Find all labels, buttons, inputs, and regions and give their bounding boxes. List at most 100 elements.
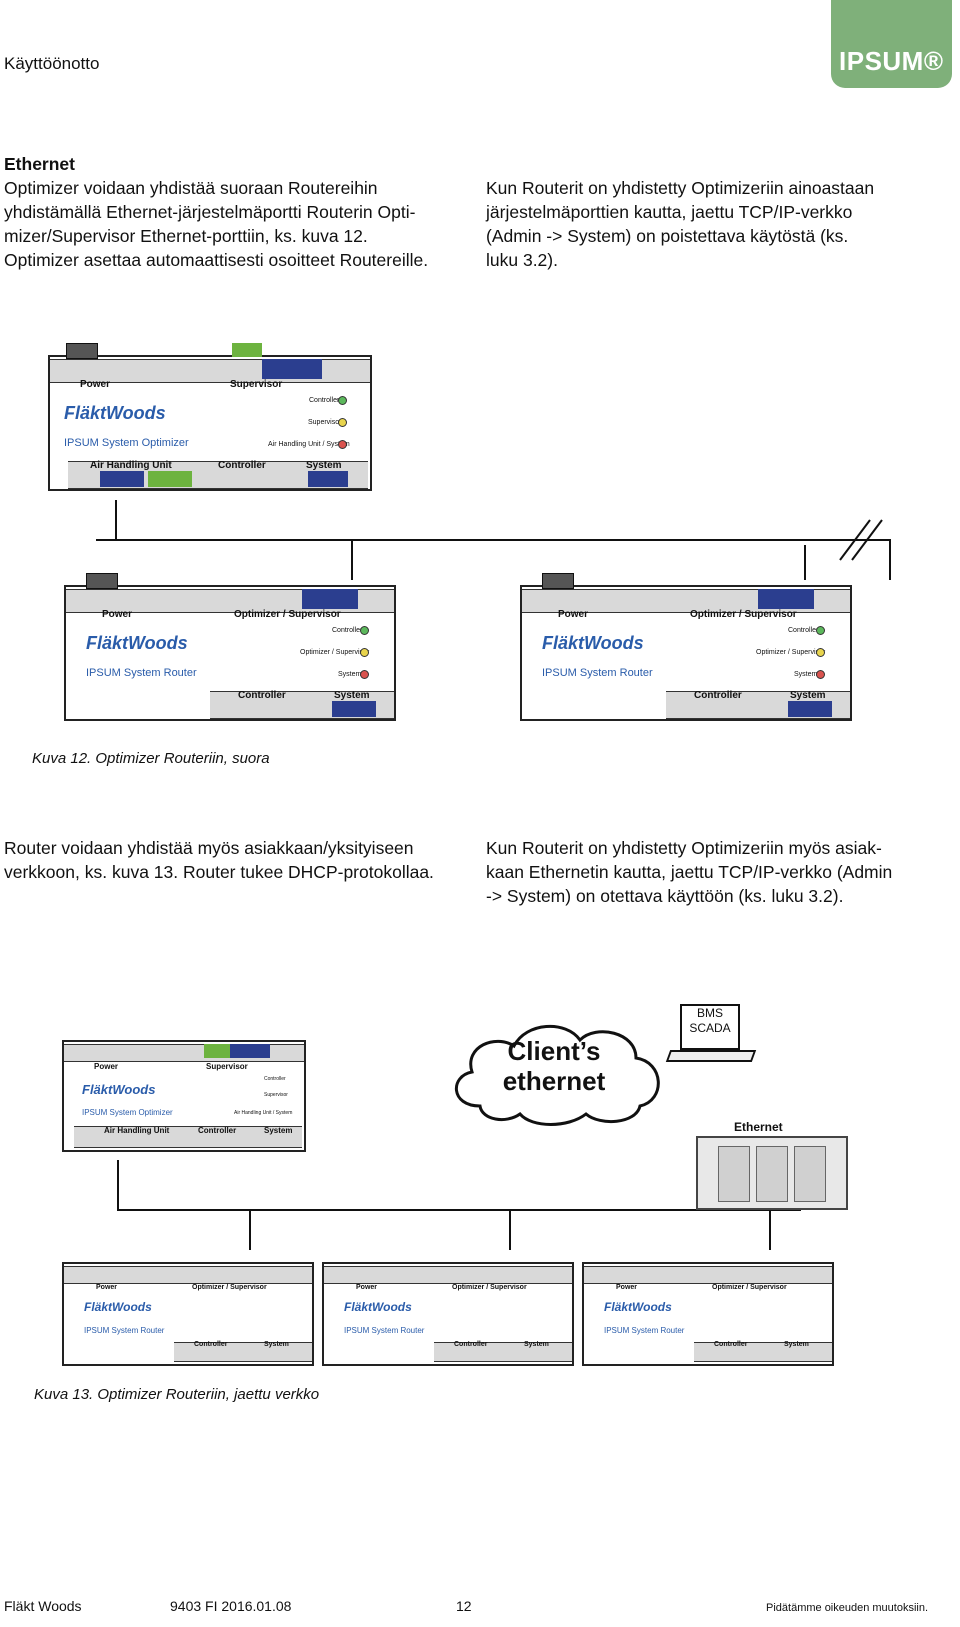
- terminal-block-green: [204, 1044, 230, 1058]
- label-power: Power: [80, 379, 111, 390]
- page-header-title: Käyttöönotto: [4, 54, 100, 73]
- led-label: Controller: [264, 1076, 286, 1082]
- product-name: IPSUM System Router: [542, 667, 653, 679]
- led-indicator: [360, 670, 369, 679]
- bms-text-line: BMS: [696, 1006, 723, 1020]
- figure12-caption: Kuva 12. Optimizer Routeriin, suora: [32, 750, 270, 767]
- text-line: Optimizer voidaan yhdistää suoraan Route…: [4, 178, 378, 198]
- led-label: Air Handling Unit / System: [234, 1110, 293, 1116]
- product-name: IPSUM System Router: [86, 667, 197, 679]
- label-power: Power: [558, 609, 589, 620]
- text-line: mizer/Supervisor Ethernet-porttiin, ks. …: [4, 226, 368, 246]
- router-device: Power Optimizer / Supervisor FläktWoods …: [64, 573, 396, 721]
- led-label: System: [338, 671, 362, 678]
- label-optimizer-supervisor: Optimizer / Supervisor: [452, 1284, 527, 1291]
- text-line: yhdistämällä Ethernet-järjestelmäportti …: [4, 202, 416, 222]
- laptop-keyboard: [665, 1050, 757, 1062]
- led-indicator: [816, 648, 825, 657]
- label-optimizer-supervisor: Optimizer / Supervisor: [690, 609, 797, 620]
- label-power: Power: [616, 1284, 638, 1291]
- footer-page-number: 12: [456, 1598, 472, 1614]
- led-indicator: [338, 396, 347, 405]
- brand-logo: FläktWoods: [84, 1300, 152, 1314]
- product-name: IPSUM System Router: [344, 1326, 425, 1335]
- led-label: Optimizer / Supervisor: [300, 649, 370, 656]
- top-terminal-strip: [584, 1266, 832, 1284]
- top-terminal-strip: [64, 1266, 312, 1284]
- label-system: System: [264, 1341, 289, 1348]
- led-indicator: [338, 440, 347, 449]
- text-line: järjestelmäporttien kautta, jaettu TCP/I…: [486, 202, 853, 222]
- port-block: [308, 471, 348, 487]
- bottom-terminal-strip: [694, 1342, 832, 1362]
- label-power: Power: [94, 1062, 119, 1071]
- label-system: System: [784, 1341, 809, 1348]
- led-indicator: [338, 418, 347, 427]
- router-device: Power Optimizer / Supervisor FläktWoods …: [520, 573, 852, 721]
- led-label: Controller: [332, 627, 363, 634]
- cloud-text-line: Client’s: [507, 1036, 601, 1066]
- led-label: Optimizer / Supervisor: [756, 649, 826, 656]
- footer-note: Pidätämme oikeuden muutoksiin.: [766, 1602, 929, 1614]
- label-power: Power: [356, 1284, 378, 1291]
- bottom-terminal-strip: [74, 1126, 302, 1148]
- label-supervisor: Supervisor: [206, 1062, 248, 1071]
- port-block: [230, 1044, 270, 1058]
- label-controller: Controller: [238, 690, 286, 701]
- label-optimizer-supervisor: Optimizer / Supervisor: [234, 609, 341, 620]
- led-label: Air Handling Unit / System: [268, 441, 350, 448]
- top-terminal-strip: [324, 1266, 572, 1284]
- led-label: Supervisor: [308, 419, 342, 426]
- label-ahu: Air Handling Unit: [104, 1126, 170, 1135]
- led-indicator: [360, 626, 369, 635]
- product-name: IPSUM System Router: [84, 1326, 165, 1335]
- label-controller: Controller: [694, 690, 742, 701]
- led-label: Controller: [309, 397, 340, 404]
- section1-left: Ethernet Optimizer voidaan yhdistää suor…: [4, 152, 454, 272]
- text-line: kaan Ethernetin kautta, jaettu TCP/IP-ve…: [486, 862, 893, 882]
- text-line: (Admin -> System) on poistettava käytöst…: [486, 226, 849, 246]
- brand-logo: FläktWoods: [64, 403, 166, 423]
- ahu-panel: [794, 1146, 826, 1202]
- optimizer-device: Power Supervisor FläktWoods IPSUM System…: [48, 343, 372, 491]
- section2-left: Router voidaan yhdistää myös asiakkaan/y…: [4, 836, 464, 884]
- terminal-block: [66, 343, 98, 359]
- port-block-green: [148, 471, 192, 487]
- label-optimizer-supervisor: Optimizer / Supervisor: [712, 1284, 787, 1291]
- section1-right: Kun Routerit on yhdistetty Optimizeriin …: [486, 176, 936, 272]
- led-label: Controller: [788, 627, 819, 634]
- led-indicator: [360, 648, 369, 657]
- label-system: System: [524, 1341, 549, 1348]
- router-device-small: Power Optimizer / Supervisor FläktWoods …: [62, 1262, 314, 1366]
- led-indicator: [816, 670, 825, 679]
- label-controller: Controller: [198, 1126, 237, 1135]
- client-ethernet-cloud: [455, 1025, 660, 1126]
- optimizer-device-small: Power Supervisor FläktWoods IPSUM System…: [62, 1040, 306, 1152]
- label-controller: Controller: [218, 460, 266, 471]
- led-label: Supervisor: [264, 1092, 288, 1098]
- label-optimizer-supervisor: Optimizer / Supervisor: [192, 1284, 267, 1291]
- ahu-panel: [756, 1146, 788, 1202]
- bms-laptop-screen: BMS SCADA: [680, 1004, 740, 1050]
- label-ahu: Air Handling Unit: [90, 460, 172, 471]
- led-indicator: [816, 626, 825, 635]
- label-power: Power: [96, 1284, 118, 1291]
- bms-text-line: SCADA: [689, 1021, 731, 1035]
- air-handling-unit: [696, 1136, 848, 1210]
- port-block: [100, 471, 144, 487]
- product-name: IPSUM System Router: [604, 1326, 685, 1335]
- led-label: System: [794, 671, 818, 678]
- bottom-terminal-strip: [434, 1342, 572, 1362]
- port-block: [302, 589, 358, 609]
- cloud-text-line: ethernet: [502, 1066, 606, 1096]
- brand-logo: FläktWoods: [82, 1082, 156, 1097]
- product-name: IPSUM System Optimizer: [64, 437, 189, 449]
- figure13-caption: Kuva 13. Optimizer Routeriin, jaettu ver…: [34, 1386, 320, 1403]
- footer-doc-id: 9403 FI 2016.01.08: [170, 1598, 292, 1614]
- label-system: System: [264, 1126, 293, 1135]
- logo-text: IPSUM®: [839, 46, 944, 76]
- footer-company: Fläkt Woods: [4, 1598, 82, 1614]
- label-controller: Controller: [714, 1341, 748, 1348]
- label-system: System: [306, 460, 342, 471]
